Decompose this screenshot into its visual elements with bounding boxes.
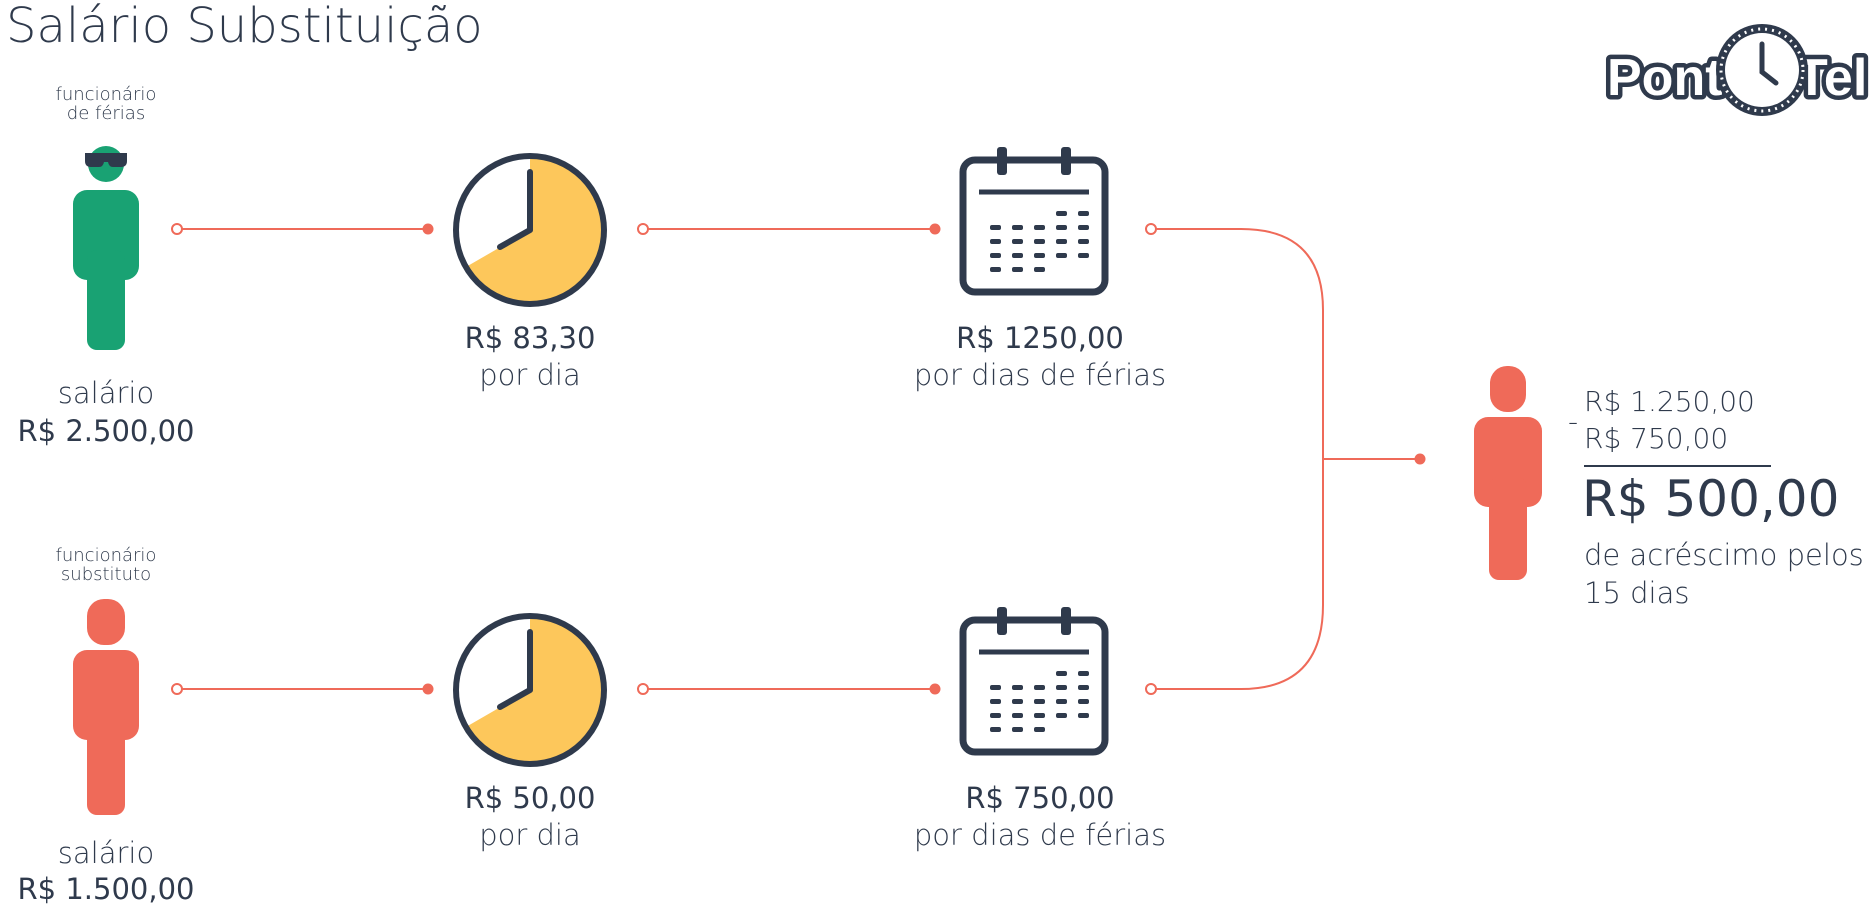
vacation-label-substitute: por dias de férias (913, 818, 1167, 852)
result-divider (1584, 465, 1771, 467)
salary-value-vacation: R$ 2.500,00 (17, 414, 195, 448)
clock-icon (1716, 24, 1808, 116)
calendar-icon (959, 607, 1109, 756)
result-description: de acréscimo pelos 15 dias (1584, 538, 1864, 610)
vacation-label-vacation: por dias de férias (913, 358, 1167, 392)
clock-icon (453, 153, 607, 307)
vacation-value-substitute: R$ 750,00 (965, 781, 1115, 815)
person-green-sunglasses-icon (73, 146, 139, 350)
page-title: Salário Substituição (6, 0, 483, 54)
pontotel-logo: Ponto Ponto Tel Tel (1595, 20, 1870, 120)
person-coral-result-icon (1474, 366, 1542, 580)
daily-label-vacation: por dia (479, 358, 581, 392)
daily-value-vacation: R$ 83,30 (464, 321, 596, 355)
salary-value-substitute: R$ 1.500,00 (17, 872, 195, 906)
daily-value-substitute: R$ 50,00 (464, 781, 596, 815)
vacation-value-vacation: R$ 1250,00 (956, 321, 1124, 355)
calendar-icon (959, 147, 1109, 296)
result-minuend: R$ 1.250,00 (1584, 385, 1755, 418)
result-operator: - (1568, 405, 1579, 438)
result-subtrahend: R$ 750,00 (1584, 422, 1729, 455)
result-total: R$ 500,00 (1582, 470, 1840, 528)
role-label-vacation: funcionário de férias (55, 84, 157, 124)
person-coral-icon (73, 599, 139, 815)
daily-label-substitute: por dia (479, 818, 581, 852)
svg-text:Tel: Tel (1796, 49, 1867, 107)
clock-icon (453, 613, 607, 767)
logo-graphic: Ponto Ponto Tel Tel (1603, 24, 1870, 116)
salary-label-vacation: salário (57, 376, 155, 410)
logo-text-right: Tel (1796, 49, 1867, 107)
salary-label-substitute: salário (57, 836, 155, 870)
role-label-substitute: funcionário substituto (55, 545, 157, 585)
